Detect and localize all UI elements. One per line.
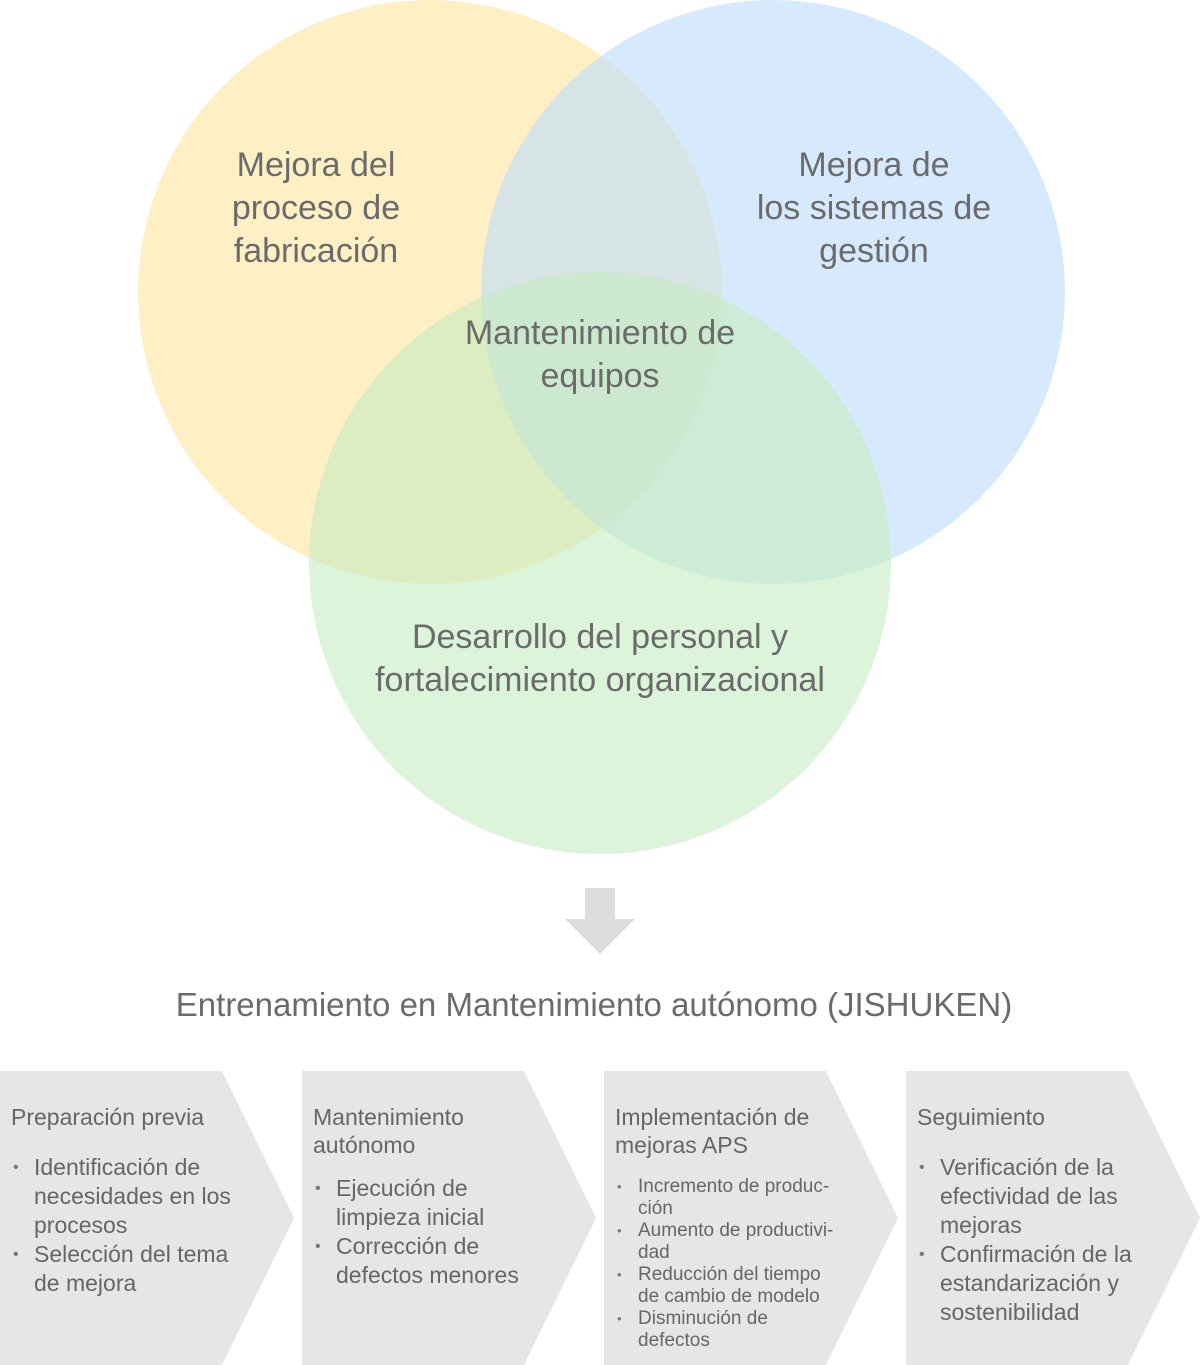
item-line: necesidades en los	[34, 1183, 231, 1209]
item-line: Corrección de	[336, 1233, 480, 1259]
item-line: Ejecución de	[336, 1175, 468, 1201]
list-item: Confirmación de la estandarización y sos…	[917, 1240, 1179, 1327]
step-title: Implementación de mejoras APS	[615, 1103, 855, 1159]
list-item: Reducción del tiempo de cambio de modelo	[615, 1264, 865, 1308]
label-line: Mejora del	[236, 146, 396, 184]
step-title: Preparación previa	[11, 1103, 251, 1131]
jishuken-title: Entrenamiento en Mantenimiento autónomo …	[175, 986, 1013, 1023]
item-line: Aumento de productivi-	[638, 1220, 834, 1241]
step-title-line: Mantenimiento	[313, 1104, 464, 1130]
step-seguimiento: Seguimiento Verificación de la efectivid…	[906, 1071, 1200, 1365]
list-item: Disminución de defectos	[615, 1308, 865, 1352]
label-mantenimiento-equipos: Mantenimiento de equipos	[420, 312, 780, 398]
item-line: defectos menores	[336, 1262, 519, 1288]
step-implementacion-mejoras: Implementación de mejoras APS Incremento…	[604, 1071, 900, 1365]
item-line: defectos	[638, 1330, 710, 1351]
step-title-line: mejoras APS	[615, 1132, 748, 1158]
step-title-line: Seguimiento	[917, 1104, 1045, 1130]
item-line: de cambio de modelo	[638, 1286, 820, 1307]
item-line: dad	[638, 1242, 670, 1263]
down-arrow-icon	[565, 888, 635, 954]
list-item: Incremento de produc- ción	[615, 1176, 865, 1220]
label-line: los sistemas de	[756, 189, 992, 227]
item-line: sostenibilidad	[940, 1299, 1080, 1325]
item-line: procesos	[34, 1212, 128, 1238]
venn-diagram	[138, 0, 1065, 854]
item-line: Selección del tema	[34, 1241, 229, 1267]
label-line: gestión	[819, 232, 929, 270]
label-mejora-sistemas-gestion: Mejora de los sistemas de gestión	[714, 144, 1034, 273]
step-items: Verificación de la efectividad de las me…	[917, 1153, 1179, 1327]
item-line: limpieza inicial	[336, 1204, 485, 1230]
step-mantenimiento-autonomo: Mantenimiento autónomo Ejecución de limp…	[302, 1071, 598, 1365]
label-line: equipos	[540, 357, 660, 395]
step-items: Identificación de necesidades en los pro…	[11, 1153, 273, 1298]
item-line: Verificación de la	[940, 1154, 1114, 1180]
list-item: Selección del tema de mejora	[11, 1240, 273, 1298]
item-line: ción	[638, 1198, 673, 1219]
step-title: Mantenimiento autónomo	[313, 1103, 553, 1159]
step-title: Seguimiento	[917, 1103, 1157, 1131]
label-line: Mantenimiento de	[464, 314, 736, 352]
step-items: Ejecución de limpieza inicial Corrección…	[313, 1174, 575, 1290]
list-item: Aumento de productivi- dad	[615, 1220, 865, 1264]
list-item: Verificación de la efectividad de las me…	[917, 1153, 1179, 1240]
item-line: mejoras	[940, 1212, 1022, 1238]
circle-personal	[309, 272, 891, 854]
item-line: de mejora	[34, 1270, 137, 1296]
step-title-line: Implementación de	[615, 1104, 810, 1130]
label-line: Desarrollo del personal y	[411, 618, 789, 656]
list-item: Ejecución de limpieza inicial	[313, 1174, 575, 1232]
item-line: estandarización y	[940, 1270, 1119, 1296]
label-line: fortalecimiento organizacional	[375, 661, 825, 699]
step-items: Incremento de produc- ción Aumento de pr…	[615, 1176, 865, 1352]
item-line: Identificación de	[34, 1154, 201, 1180]
label-line: Mejora de	[798, 146, 950, 184]
list-item: Identificación de necesidades en los pro…	[11, 1153, 273, 1240]
step-title-line: autónomo	[313, 1132, 416, 1158]
item-line: efectividad de las	[940, 1183, 1118, 1209]
item-line: Reducción del tiempo	[638, 1264, 821, 1285]
label-line: fabricación	[233, 232, 399, 270]
item-line: Incremento de produc-	[638, 1176, 830, 1197]
item-line: Disminución de	[638, 1308, 768, 1329]
step-title-line: Preparación previa	[11, 1104, 205, 1130]
label-line: proceso de	[231, 189, 401, 227]
step-preparacion-previa: Preparación previa Identificación de nec…	[0, 1071, 296, 1365]
list-item: Corrección de defectos menores	[313, 1232, 575, 1290]
label-mejora-proceso-fabricacion: Mejora del proceso de fabricación	[196, 144, 436, 273]
item-line: Confirmación de la	[940, 1241, 1132, 1267]
label-desarrollo-personal: Desarrollo del personal y fortalecimient…	[300, 616, 900, 702]
